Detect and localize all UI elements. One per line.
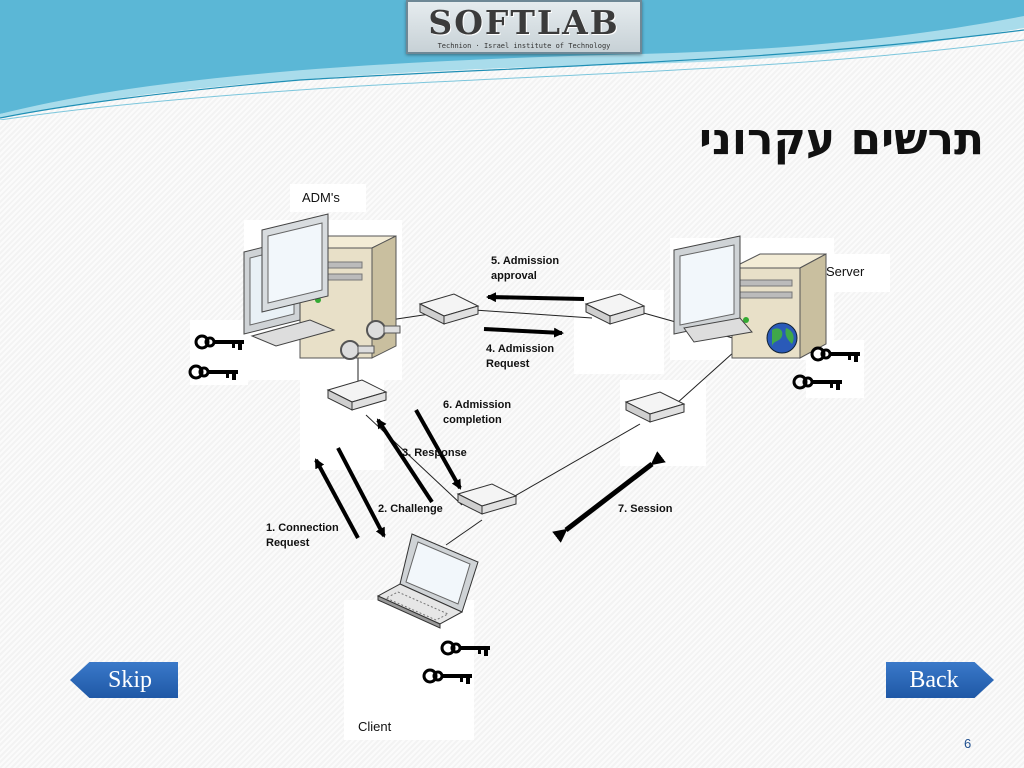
client-label-text: Client [358, 719, 392, 734]
header-wave [0, 0, 1024, 120]
adm-label-text: ADM's [302, 190, 340, 205]
logo-title: SOFTLAB [428, 3, 620, 42]
node-label-adm: ADM's [290, 184, 366, 212]
step-label-challenge: 2. Challenge [378, 503, 443, 515]
page-number: 6 [964, 736, 972, 751]
arrow-admission-approval [486, 292, 585, 303]
laptop-icon [376, 533, 479, 629]
page-title: תרשים עקרוני [698, 114, 984, 165]
step-label-connection-request: 1. Connection Request [266, 522, 339, 549]
router-icon [457, 483, 517, 515]
arrow-connection-request [314, 458, 360, 539]
globe-icon [766, 322, 798, 354]
node-label-client: Client [344, 712, 416, 738]
skip-button[interactable]: Skip [70, 662, 178, 698]
step-label-admission-completion: 6. Admission completion [443, 399, 512, 426]
arrow-admission-completion [414, 409, 462, 490]
node-label-server: Server [826, 264, 865, 279]
arrow-admission-request [483, 327, 564, 338]
arrow-challenge [336, 447, 386, 538]
router-icon [419, 293, 479, 325]
logo-subtitle: Technion · Israel institute of Technolog… [437, 42, 611, 50]
softlab-logo: SOFTLAB Technion · Israel institute of T… [406, 0, 642, 54]
step-label-session: 7. Session [618, 503, 673, 515]
arrow-session [552, 451, 666, 543]
arrow-response [376, 418, 434, 504]
step-label-admission-request: 4. Admission Request [486, 343, 555, 370]
computer-icon [243, 213, 401, 360]
step-label-admission-approval: 5. Admission approval [491, 255, 560, 282]
step-label-response: 3. Response [402, 447, 467, 459]
back-button[interactable]: Back [886, 662, 994, 698]
